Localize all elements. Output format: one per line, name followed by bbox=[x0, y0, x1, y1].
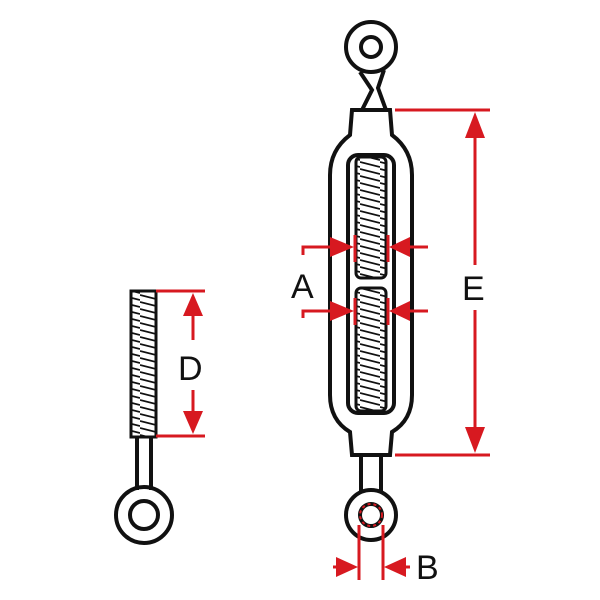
eye-bolt-thread bbox=[129, 289, 158, 439]
dimension-e: E bbox=[395, 108, 490, 457]
label-a: A bbox=[291, 268, 314, 306]
bottom-eye bbox=[344, 488, 398, 542]
dimension-b: B bbox=[333, 525, 439, 587]
turnbuckle-assembly bbox=[328, 20, 414, 542]
label-d: D bbox=[178, 350, 203, 388]
body-window bbox=[346, 153, 396, 415]
body-frame bbox=[328, 108, 414, 457]
top-eye-hole bbox=[359, 35, 383, 59]
bottom-eye-dashed bbox=[359, 503, 383, 527]
eye-bolt-hole bbox=[128, 499, 160, 531]
eye-bolt-shank bbox=[135, 437, 153, 490]
top-eye bbox=[344, 20, 398, 74]
eye-bolt-eye bbox=[114, 485, 174, 545]
upper-threaded-rod bbox=[354, 155, 388, 280]
top-shank bbox=[358, 69, 388, 111]
label-e: E bbox=[462, 270, 485, 308]
lower-threaded-rod bbox=[354, 286, 388, 413]
eye-bolt bbox=[114, 289, 174, 545]
bottom-shank bbox=[359, 455, 383, 492]
dimension-a: A bbox=[291, 235, 428, 325]
dimension-d: D bbox=[156, 289, 205, 438]
label-b: B bbox=[416, 549, 439, 587]
